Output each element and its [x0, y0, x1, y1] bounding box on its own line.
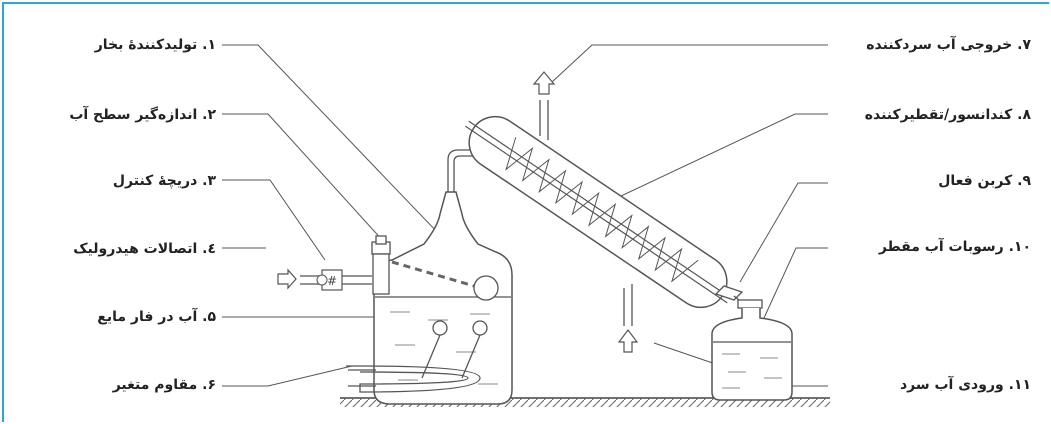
inlet-arrow-icon	[617, 329, 639, 353]
label-control-valve: ۳. دریچهٔ کنترل	[112, 173, 216, 189]
collection-bottle	[711, 299, 793, 401]
label-distilled-water-sediment: ۱۰. رسوبات آب مقطر	[878, 239, 1031, 255]
label-cold-water-inlet: ۱۱. ورودی آب سرد	[899, 377, 1031, 393]
label-condenser: ۸. کندانسور/تقطیرکننده	[864, 107, 1031, 123]
steam-pipe	[447, 149, 490, 192]
svg-text:#: #	[327, 274, 337, 288]
label-water-liquid: ۵. آب در فار مایع	[97, 309, 216, 325]
coolant-tubes	[539, 100, 633, 326]
label-variable-resistor: ۶. مقاوم متغیر	[112, 377, 216, 393]
label-activated-carbon: ۹. کربن فعال	[938, 173, 1031, 189]
label-hydraulic-fittings: ٤. اتصالات هیدرولیک	[73, 241, 216, 257]
inlet-valve: #	[277, 268, 372, 291]
leader-lines	[222, 44, 828, 387]
boiler	[346, 191, 513, 405]
label-water-level-gauge: ۲. اندازه‌گیر سطح آب	[69, 107, 216, 123]
label-steam-generator: ۱. تولیدکنندهٔ بخار	[94, 37, 216, 53]
label-coolant-outlet: ۷. خروجی آب سردکننده	[866, 37, 1031, 53]
outlet-arrow-icon	[532, 71, 556, 95]
